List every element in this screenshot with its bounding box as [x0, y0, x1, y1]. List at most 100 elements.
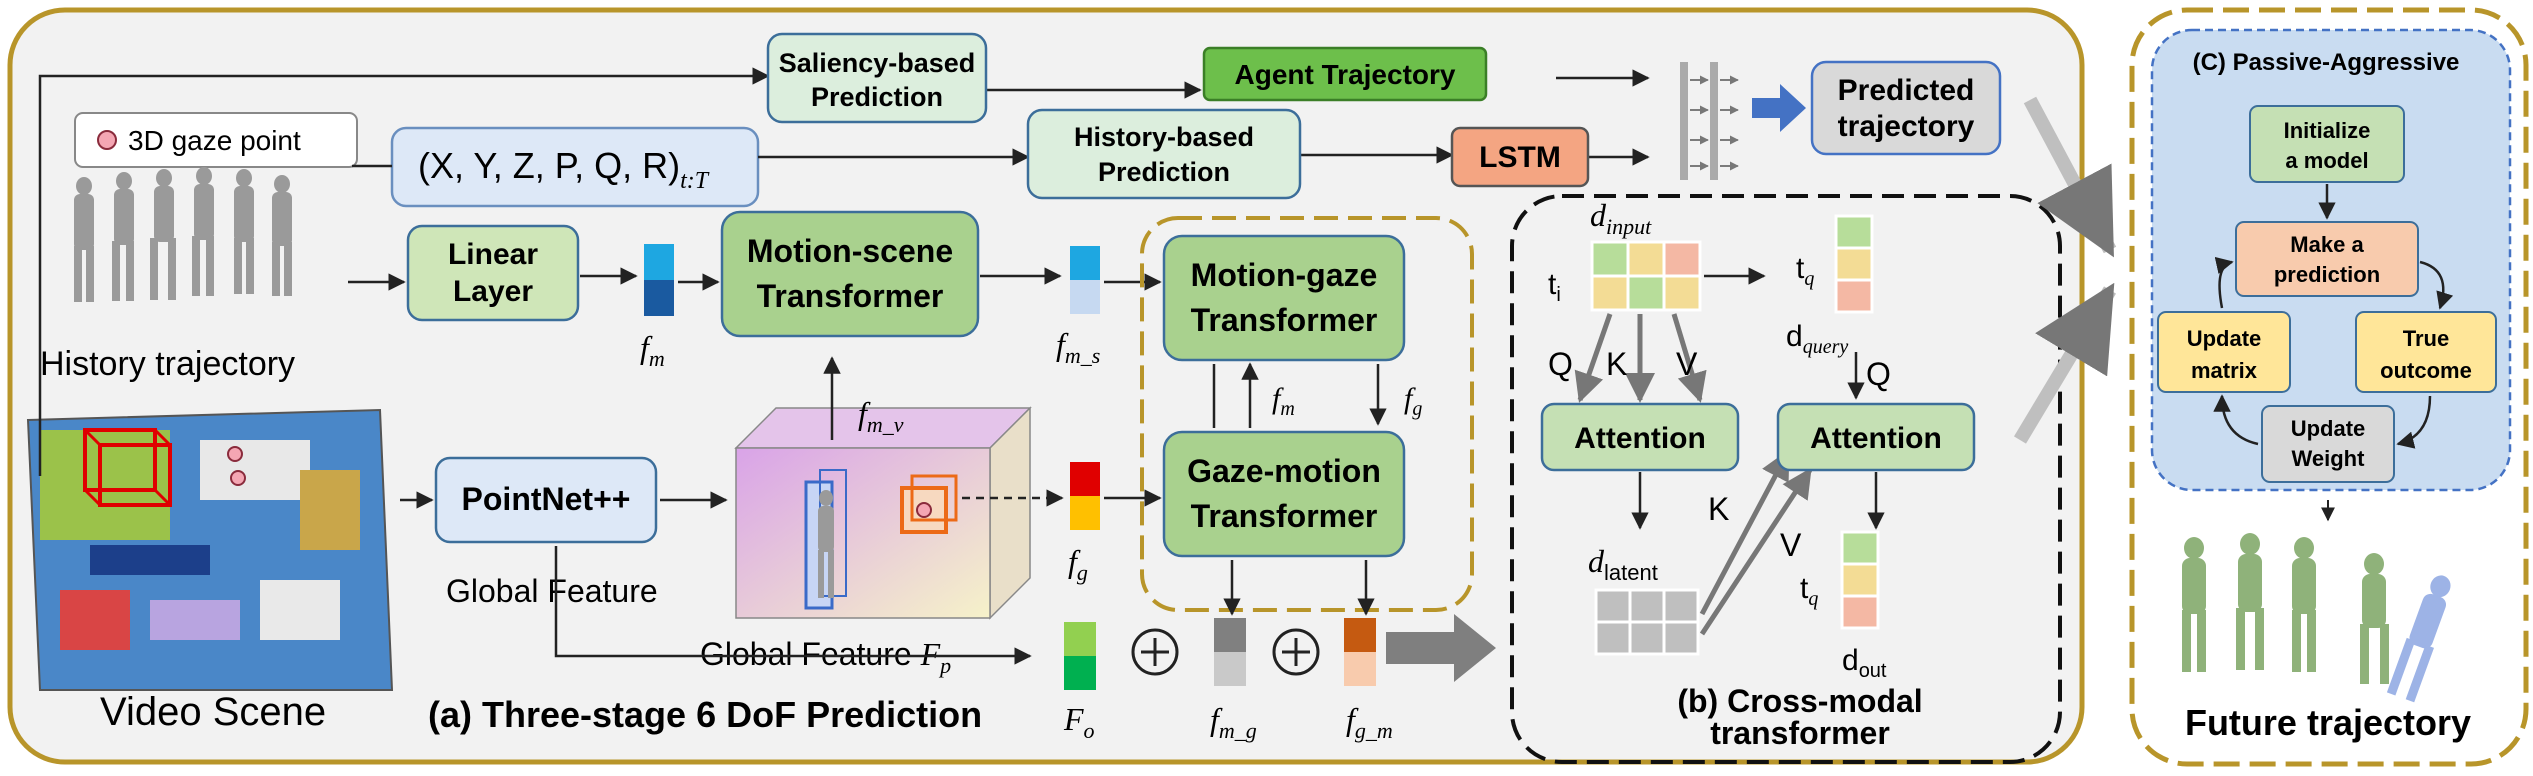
svg-text:Attention: Attention	[1574, 422, 1706, 455]
d-query-label: dquery	[1786, 320, 1848, 358]
input-tuple-subscript: t:T	[680, 168, 710, 194]
pointnet-box: PointNet++	[434, 456, 658, 544]
global-feature-label: Global Feature	[446, 573, 658, 609]
d-out-stack	[1840, 530, 1880, 630]
v-label-left: V	[1676, 346, 1698, 382]
v-label-right: V	[1780, 527, 1802, 563]
svg-text:LSTM: LSTM	[1479, 141, 1561, 174]
d-input-grid	[1590, 240, 1702, 312]
predicted-trajectory-box: Predicted trajectory	[1810, 60, 2002, 156]
svg-text:Prediction: Prediction	[1098, 157, 1230, 187]
k-label-left: K	[1606, 346, 1627, 382]
motion-gaze-transformer-box: Motion-gaze Transformer	[1162, 234, 1406, 362]
svg-text:Weight: Weight	[2292, 446, 2366, 471]
lstm-box: LSTM	[1450, 126, 1590, 188]
f-m-vector	[644, 244, 674, 316]
svg-text:Motion-scene: Motion-scene	[747, 233, 953, 269]
svg-text:Motion-gaze: Motion-gaze	[1191, 257, 1378, 293]
svg-text:Gaze-motion: Gaze-motion	[1187, 453, 1381, 489]
svg-text:outcome: outcome	[2380, 358, 2472, 383]
person-icon	[818, 490, 834, 598]
linear-layer-box: Linear Layer	[406, 224, 580, 322]
svg-text:PointNet++: PointNet++	[462, 481, 631, 517]
update-weight-box: Update Weight	[2261, 405, 2395, 483]
history-prediction-box: History-based Prediction	[1026, 108, 1302, 200]
f-g-vector	[1070, 462, 1100, 530]
svg-text:Update: Update	[2187, 326, 2262, 351]
saliency-prediction-box: Saliency-based Prediction	[766, 32, 988, 124]
future-figures-icon	[2182, 533, 2451, 703]
gaze-legend: 3D gaze point	[74, 112, 358, 168]
cube-gaze-point-icon	[916, 502, 932, 518]
f-mg-vector	[1214, 618, 1246, 686]
svg-text:Layer: Layer	[453, 275, 533, 308]
plus-icon-2	[1272, 628, 1320, 676]
merge-arrows	[2013, 96, 2117, 444]
history-figures-icon	[74, 167, 292, 302]
svg-text:Transformer: Transformer	[1191, 498, 1378, 534]
t-q-label: tq	[1796, 252, 1814, 290]
svg-text:Saliency-based: Saliency-based	[779, 48, 976, 78]
q-label-right: Q	[1866, 356, 1891, 392]
make-prediction-box: Make a prediction	[2235, 221, 2419, 297]
svg-text:matrix: matrix	[2191, 358, 2258, 383]
svg-text:(X, Y, Z, P, Q, R)t:T: (X, Y, Z, P, Q, R)t:T	[418, 145, 710, 194]
three-stage-caption: (a) Three-stage 6 DoF Prediction	[428, 694, 982, 735]
f-gm-vector	[1344, 618, 1376, 686]
future-panel	[2129, 7, 2529, 767]
f-ms-vector	[1070, 246, 1100, 314]
d-input-label: dinput	[1590, 197, 1652, 239]
initialize-model-box: Initialize a model	[2249, 105, 2405, 183]
q-label-left: Q	[1548, 346, 1573, 382]
top-connectors	[38, 67, 1650, 476]
svg-text:Initialize: Initialize	[2284, 118, 2371, 143]
input-tuple-text: (X, Y, Z, P, Q, R)	[418, 145, 680, 186]
f-ms-label: fm_s	[1056, 326, 1100, 368]
d-query-stack	[1834, 214, 1874, 314]
cross-modal-title-line2: transformer	[1710, 715, 1890, 751]
cross-modal-title-line1: (b) Cross-modal	[1677, 683, 1922, 719]
f-o-vector	[1064, 622, 1096, 690]
update-matrix-box: Update matrix	[2157, 311, 2291, 393]
attention-box-right: Attention	[1776, 402, 1976, 472]
future-trajectory-caption: Future trajectory	[2185, 702, 2471, 743]
t-i-label: ti	[1548, 268, 1561, 306]
pa-title: (C) Passive-Aggressive	[2193, 49, 2460, 76]
svg-text:Agent Trajectory: Agent Trajectory	[1235, 59, 1456, 90]
svg-text:Prediction: Prediction	[811, 82, 943, 112]
gaze-motion-transformer-box: Gaze-motion Transformer	[1162, 430, 1406, 558]
scene-gaze-point-1	[227, 446, 243, 462]
history-trajectory-label: History trajectory	[40, 345, 295, 383]
gaze-legend-label: 3D gaze point	[128, 125, 301, 156]
input-tuple-box: (X, Y, Z, P, Q, R)t:T	[390, 126, 760, 208]
t-q-out-label: tq	[1800, 572, 1818, 610]
video-scene-label: Video Scene	[100, 690, 326, 734]
fusion-layer	[1680, 62, 1806, 180]
video-scene-image	[26, 408, 394, 691]
true-outcome-box: True outcome	[2355, 311, 2497, 393]
d-out-label: dout	[1842, 644, 1887, 682]
svg-text:Transformer: Transformer	[757, 278, 944, 314]
d-latent-grid	[1594, 588, 1700, 656]
big-grey-arrow-icon	[1386, 614, 1496, 682]
svg-text:Make a: Make a	[2290, 232, 2364, 257]
svg-text:prediction: prediction	[2274, 262, 2380, 287]
svg-text:True: True	[2403, 326, 2449, 351]
agent-trajectory-box: Agent Trajectory	[1202, 46, 1488, 102]
scene-gaze-point-2	[230, 470, 246, 486]
svg-text:Linear: Linear	[448, 238, 538, 271]
svg-text:History-based: History-based	[1074, 122, 1254, 152]
gaze-point-icon	[97, 130, 117, 150]
svg-text:Attention: Attention	[1810, 422, 1942, 455]
svg-text:a model: a model	[2285, 148, 2368, 173]
k-label-right: K	[1708, 491, 1729, 527]
gaze-transformer-group	[1140, 216, 1474, 612]
motion-scene-transformer-box: Motion-scene Transformer	[720, 210, 980, 338]
blue-arrow-icon	[1752, 84, 1806, 132]
global-feature-fp-label: Global Feature Fp	[700, 636, 951, 678]
plus-icon-1	[1131, 628, 1179, 676]
global-feature-cube	[734, 406, 1032, 620]
cross-modal-panel	[1510, 194, 2062, 764]
svg-text:Update: Update	[2291, 416, 2366, 441]
